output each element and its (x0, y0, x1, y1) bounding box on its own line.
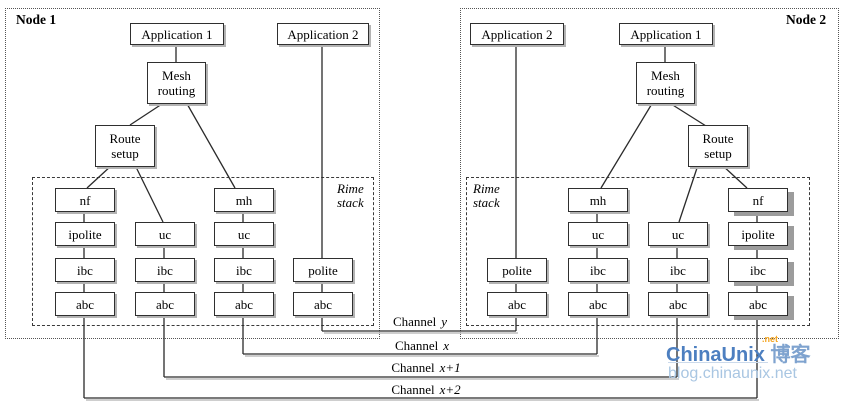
stack-box-ibc: ibc (568, 258, 628, 282)
node2-rime-stack-frame (466, 177, 810, 326)
stack-box-uc: uc (568, 222, 628, 246)
stack-box-ibc: ibc (648, 258, 708, 282)
stack-box-ibc: ibc (728, 258, 788, 282)
stack-box-polite: polite (487, 258, 547, 282)
stack-box-nf: nf (728, 188, 788, 212)
stack-box-abc: abc (648, 292, 708, 316)
node2-application1-box: Application 1 (619, 23, 713, 45)
stack-box-ipolite: ipolite (728, 222, 788, 246)
stack-box-ibc: ibc (135, 258, 195, 282)
stack-box-mh: mh (214, 188, 274, 212)
watermark-divider (668, 362, 768, 363)
stack-box-uc: uc (135, 222, 195, 246)
stack-box-polite: polite (293, 258, 353, 282)
watermark-url: blog.chinaunix.net (668, 365, 797, 382)
stack-box-abc: abc (568, 292, 628, 316)
node2-route-setup-box: Route setup (688, 125, 748, 167)
node1-application2-box: Application 2 (277, 23, 369, 45)
node2-application2-box: Application 2 (470, 23, 564, 45)
stack-box-abc: abc (293, 292, 353, 316)
node1-application1-box: Application 1 (130, 23, 224, 45)
stack-box-abc: abc (214, 292, 274, 316)
node1-mesh-routing-box: Mesh routing (147, 62, 206, 104)
stack-box-abc: abc (135, 292, 195, 316)
node1-frame (5, 8, 380, 339)
stack-box-uc: uc (648, 222, 708, 246)
stack-box-abc: abc (55, 292, 115, 316)
watermark: ChinaUnix 博客 .net blog.chinaunix.net (666, 334, 836, 388)
node2-mesh-routing-box: Mesh routing (636, 62, 695, 104)
node1-route-setup-box: Route setup (95, 125, 155, 167)
stack-box-ibc: ibc (214, 258, 274, 282)
stack-box-mh: mh (568, 188, 628, 212)
stack-box-uc: uc (214, 222, 274, 246)
node2-rime-stack-label: Rime stack (473, 181, 500, 210)
stack-box-abc: abc (487, 292, 547, 316)
stack-box-ibc: ibc (55, 258, 115, 282)
node1-title: Node 1 (16, 12, 57, 27)
node2-title: Node 2 (786, 12, 827, 27)
stack-box-abc: abc (728, 292, 788, 316)
node1-rime-stack-frame (32, 177, 374, 326)
node1-rime-stack-label: Rime stack (337, 181, 364, 210)
watermark-suffix: 博客 (770, 344, 811, 366)
stack-box-nf: nf (55, 188, 115, 212)
stack-box-ipolite: ipolite (55, 222, 115, 246)
watermark-brand: ChinaUnix 博客 (666, 344, 811, 366)
node2-frame (460, 8, 839, 339)
watermark-superscript: .net (762, 334, 779, 344)
